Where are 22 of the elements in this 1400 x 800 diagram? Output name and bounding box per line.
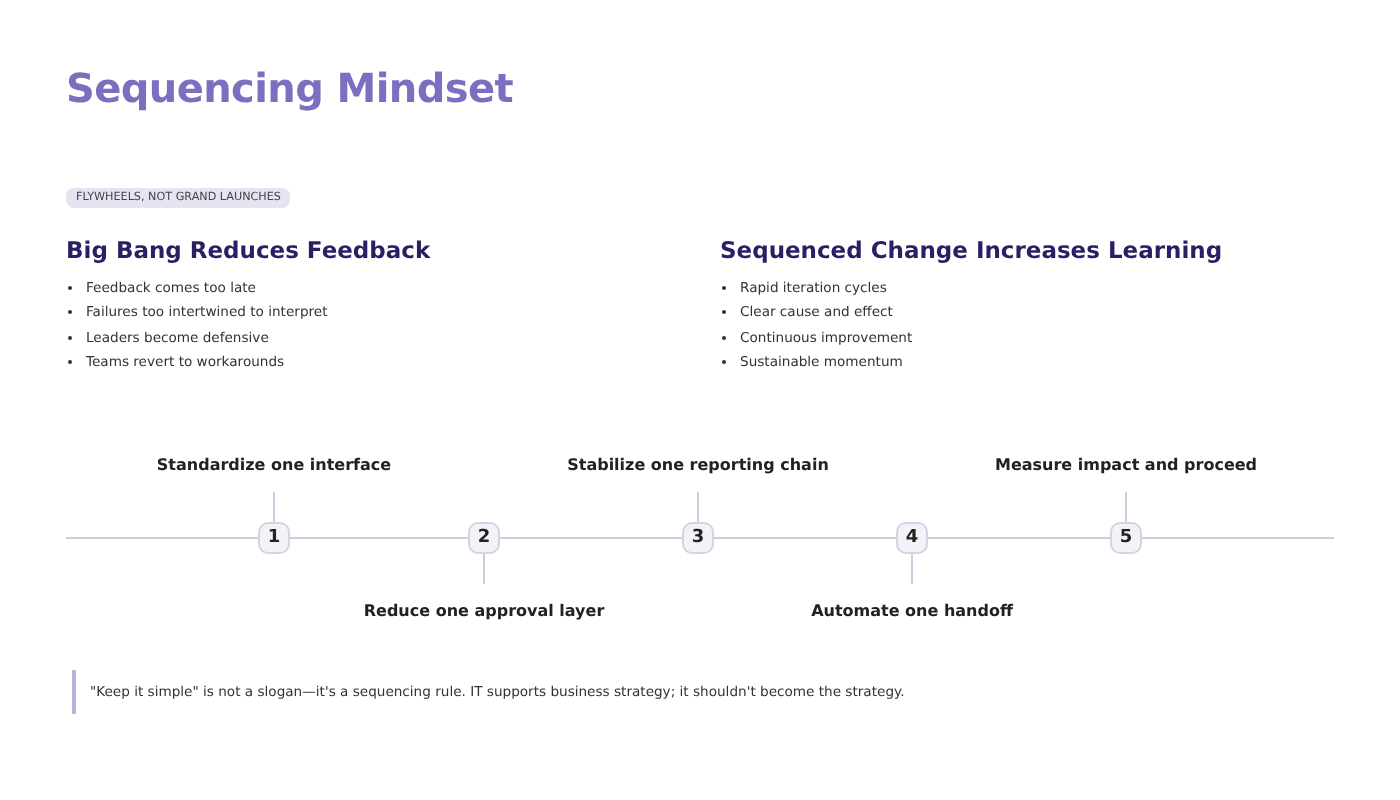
step-number: 5 <box>1110 522 1142 554</box>
timeline-line <box>927 537 1111 539</box>
step-label: Standardize one interface <box>156 456 392 474</box>
column-heading: Sequenced Change Increases Learning <box>720 236 1223 264</box>
leader-line <box>697 491 699 523</box>
step-number: 1 <box>258 522 290 554</box>
timeline-line <box>289 537 469 539</box>
column-heading: Big Bang Reduces Feedback <box>66 236 431 264</box>
step-label: Stabilize one reporting chain <box>567 456 829 474</box>
leader-line <box>1125 491 1127 523</box>
leader-line <box>273 491 275 523</box>
step-label: Reduce one approval layer <box>363 602 605 620</box>
timeline-line <box>713 537 897 539</box>
step-number: 2 <box>468 522 500 554</box>
step-label: Automate one handoff <box>811 602 1013 620</box>
leader-line <box>911 553 913 585</box>
step-label: Measure impact and proceed <box>994 456 1258 474</box>
timeline-line <box>499 537 683 539</box>
step-number: 3 <box>682 522 714 554</box>
leader-line <box>483 553 485 585</box>
title: Sequencing Mindset <box>66 64 513 112</box>
step-number: 4 <box>896 522 928 554</box>
